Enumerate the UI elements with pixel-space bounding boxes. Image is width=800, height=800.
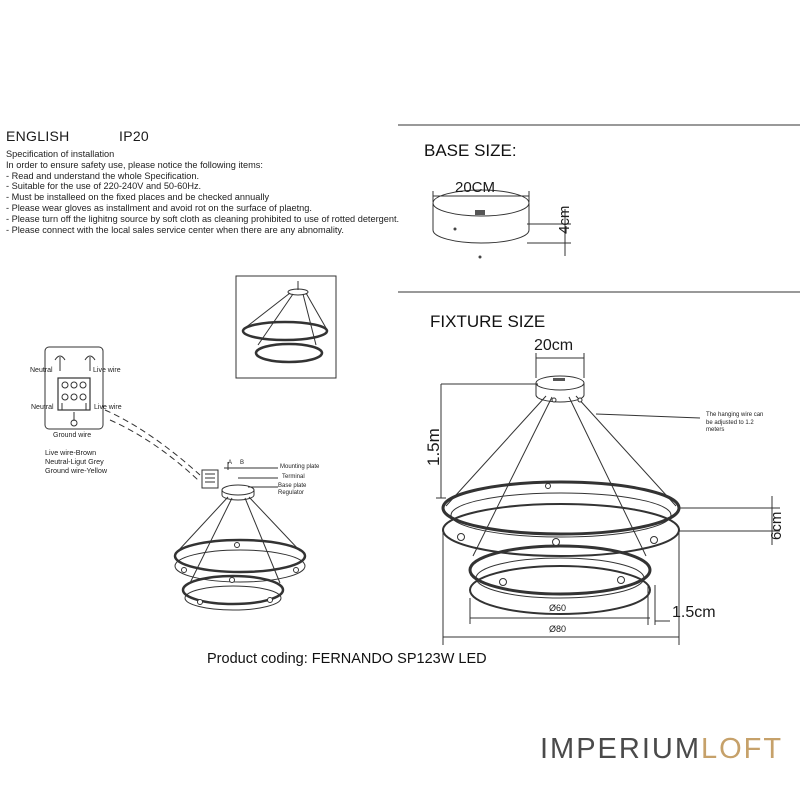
- spec-line: - Must be installeed on the fixed places…: [6, 192, 270, 203]
- spec-line: - Please wear gloves as installment and …: [6, 202, 312, 213]
- spec-line: - Suitable for the use of 220-240V and 5…: [6, 181, 202, 192]
- specification-text: Specification of installation In order t…: [6, 149, 399, 235]
- fixture-size-title: FIXTURE SIZE: [430, 312, 546, 331]
- ip-rating: IP20: [119, 128, 149, 144]
- spec-line: Specification of installation: [6, 149, 115, 159]
- brand-name-left: IMPERIUM: [540, 733, 701, 765]
- wire-color-legend: Live wire-Brown Neutral-Ligut Grey Groun…: [45, 448, 107, 475]
- letter-b: B: [240, 460, 245, 466]
- canopy-width-label: 20cm: [534, 337, 574, 354]
- spec-line: - Read and understand the whole Specific…: [6, 170, 200, 181]
- letter-a: A: [228, 460, 233, 466]
- base-plate-label: Base plate: [278, 483, 307, 489]
- ring-height-label: 6cm: [768, 511, 785, 540]
- ring-thickness-label: 1.5cm: [672, 604, 716, 621]
- regulator-label: Regulator: [278, 490, 305, 496]
- product-thumbnail: [235, 275, 337, 379]
- base-size-title: BASE SIZE:: [424, 141, 517, 160]
- brand-name-right: LOFT: [701, 733, 784, 765]
- legend-line: Ground wire-Yellow: [45, 466, 108, 475]
- brand-logo: IMPERIUMLOFT: [540, 733, 783, 766]
- spec-line: In order to ensure safety use, please no…: [6, 159, 263, 170]
- spec-line: - Please turn off the lighitng source by…: [6, 213, 400, 224]
- large-ring-diameter: Ø80: [549, 624, 567, 634]
- language-label: ENGLISH: [6, 128, 70, 144]
- wire-note-line: meters: [706, 427, 725, 433]
- base-height-label: 4cm: [556, 205, 573, 234]
- wire-length-label: 1.5m: [424, 428, 443, 466]
- base-diameter-label: 20CM: [455, 179, 496, 196]
- ground-label: Ground wire: [53, 432, 92, 439]
- neutral-mid-label: Neutral: [31, 404, 54, 411]
- wire-note: The hanging wire can be adjusted to 1.2 …: [706, 412, 763, 435]
- base-plate-drawing: [432, 189, 571, 259]
- live-top-label: Live wire: [93, 367, 121, 374]
- legend-line: Neutral-Ligut Grey: [45, 457, 104, 466]
- terminal-label: Terminal: [282, 474, 305, 480]
- product-coding: Product coding: FERNANDO SP123W LED: [207, 651, 487, 667]
- live-mid-label: Live wire: [94, 404, 122, 411]
- wiring-diagram: [44, 346, 307, 611]
- wire-note-line: be adjusted to 1.2: [706, 419, 754, 426]
- neutral-top-label: Neutral: [30, 367, 53, 374]
- wire-note-line: The hanging wire can: [706, 412, 764, 418]
- spec-line: - Please connect with the local sales se…: [6, 224, 344, 235]
- legend-line: Live wire-Brown: [45, 448, 97, 457]
- mounting-plate-label: Mounting plate: [280, 464, 320, 470]
- fixture-drawing: [436, 353, 780, 645]
- small-ring-diameter: Ø60: [549, 603, 567, 613]
